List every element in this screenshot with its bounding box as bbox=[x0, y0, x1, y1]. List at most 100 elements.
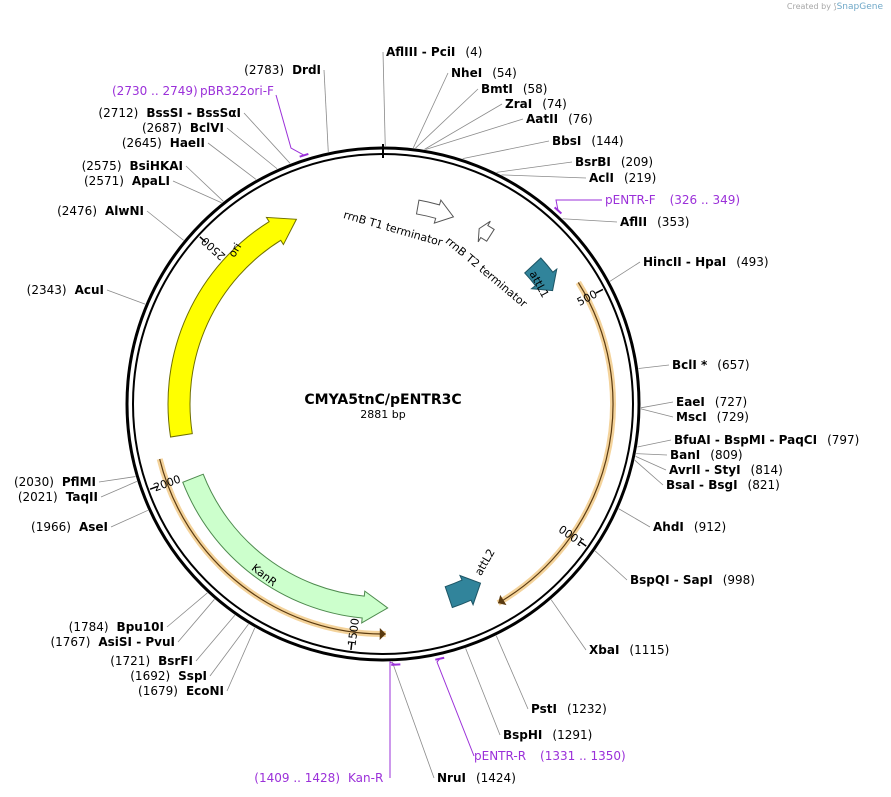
primer-pbr322ori-f[interactable]: (2730 .. 2749)pBR322ori-F bbox=[112, 84, 309, 158]
brand-name: SnapGene bbox=[836, 2, 883, 12]
site-nhei[interactable]: NheI(54) bbox=[451, 66, 517, 80]
primer-mark bbox=[435, 656, 445, 661]
orf2-arrowhead bbox=[379, 627, 386, 640]
leader-line bbox=[243, 112, 291, 164]
plasmid-name: CMYA5tnC/pENTR3C bbox=[304, 392, 461, 408]
site-position: (74) bbox=[542, 97, 567, 111]
site-pflmi[interactable]: PflMI(2030) bbox=[14, 475, 96, 489]
site-drdi[interactable]: DrdI(2783) bbox=[244, 63, 321, 77]
primer-pentr-f[interactable]: pENTR-F(326 .. 349) bbox=[553, 193, 740, 215]
orf1-arc bbox=[496, 280, 616, 606]
feature-ori[interactable] bbox=[167, 216, 298, 438]
site-taqii[interactable]: TaqII(2021) bbox=[18, 490, 98, 504]
site-econi[interactable]: EcoNI(1679) bbox=[138, 684, 224, 698]
site-name: AhdI bbox=[653, 520, 684, 534]
site-bsrfi[interactable]: BsrFI(1721) bbox=[110, 654, 193, 668]
site-bfuai---bspmi---paqci[interactable]: BfuAI - BspMI - PaqCI(797) bbox=[674, 433, 859, 447]
site-position: (1767) bbox=[50, 635, 90, 649]
site-name: AflIII - PciI bbox=[386, 45, 455, 59]
primer-range: (2730 .. 2749) bbox=[112, 84, 198, 98]
site-bcli[interactable]: BclI *(657) bbox=[672, 358, 750, 372]
feature-rrnb-t2-terminator[interactable] bbox=[477, 220, 495, 243]
leader-line bbox=[609, 261, 641, 282]
site-apali[interactable]: ApaLI (2571) bbox=[84, 174, 170, 188]
primer-kan-r[interactable]: (1409 .. 1428)Kan-R bbox=[254, 661, 401, 785]
site-bsrbi[interactable]: BsrBI(209) bbox=[575, 155, 653, 169]
primer-pentr-r[interactable]: pENTR-R(1331 .. 1350) bbox=[435, 656, 626, 763]
site-position: (4) bbox=[465, 45, 482, 59]
feature-attl2[interactable] bbox=[444, 574, 482, 609]
leader-line bbox=[100, 481, 138, 498]
feature-kanr[interactable] bbox=[182, 473, 389, 624]
site-bpu10i[interactable]: Bpu10I(1784) bbox=[69, 620, 164, 634]
site-position: (2030) bbox=[14, 475, 54, 489]
site-nrui[interactable]: NruI(1424) bbox=[437, 771, 516, 785]
site-acui[interactable]: AcuI(2343) bbox=[27, 283, 104, 297]
primer-name: pENTR-F bbox=[605, 193, 656, 207]
site-avrii---styi[interactable]: AvrII - StyI(814) bbox=[669, 463, 783, 477]
leader-line bbox=[465, 648, 501, 736]
site-hincii---hpai[interactable]: HincII - HpaI (493) bbox=[643, 255, 769, 269]
site-position: (54) bbox=[492, 66, 517, 80]
site-name: BclI * bbox=[672, 358, 708, 372]
site-aatii[interactable]: AatII(76) bbox=[526, 112, 593, 126]
site-position: (729) bbox=[717, 410, 749, 424]
site-name: ApaLI bbox=[132, 174, 170, 188]
site-labels[interactable]: AflIII - PciI (4) NheI(54) BmtI(58)ZraI(74)… bbox=[14, 45, 859, 785]
feature-attl1[interactable] bbox=[523, 257, 558, 292]
site-name: AatII bbox=[526, 112, 558, 126]
site-asei[interactable]: AseI(1966) bbox=[31, 520, 108, 534]
site-position: (1721) bbox=[110, 654, 150, 668]
primer-name: pBR322ori-F bbox=[200, 84, 274, 98]
leader-line bbox=[496, 161, 573, 173]
site-bbsi[interactable]: BbsI(144) bbox=[552, 134, 624, 148]
site-name: HincII - HpaI bbox=[643, 255, 726, 269]
site-position: (2343) bbox=[27, 283, 67, 297]
site-psti[interactable]: PstI(1232) bbox=[531, 702, 607, 716]
site-asisi---pvui[interactable]: AsiSI - PvuI(1767) bbox=[50, 635, 175, 649]
site-name: BbsI bbox=[552, 134, 581, 148]
site-bsssi---bsssαi[interactable]: BssSI - BssSαI(2712) bbox=[98, 106, 241, 120]
site-bsai---bsgi[interactable]: BsaI - BsgI(821) bbox=[666, 478, 780, 492]
site-name: XbaI bbox=[589, 643, 619, 657]
site-alwni[interactable]: AlwNI(2476) bbox=[57, 204, 144, 218]
site-ahdi[interactable]: AhdI (912) bbox=[653, 520, 726, 534]
site-position: (1784) bbox=[69, 620, 109, 634]
site-msci[interactable]: MscI(729) bbox=[676, 410, 749, 424]
tick-mark bbox=[579, 540, 587, 547]
site-acli[interactable]: AclI(219) bbox=[589, 171, 656, 185]
site-name: BsiHKAI bbox=[130, 159, 184, 173]
site-position: (2575) bbox=[82, 159, 122, 173]
site-eaei[interactable]: EaeI(727) bbox=[676, 395, 747, 409]
leader-line bbox=[634, 459, 664, 486]
leader-line bbox=[226, 627, 256, 692]
site-bsphi[interactable]: BspHI(1291) bbox=[503, 728, 592, 742]
orf1-line bbox=[497, 282, 614, 604]
site-position: (1291) bbox=[552, 728, 592, 742]
site-aflii[interactable]: AflII(353) bbox=[620, 215, 689, 229]
primer-leader bbox=[389, 661, 397, 778]
site-position: (2476) bbox=[57, 204, 97, 218]
site-name: EaeI bbox=[676, 395, 705, 409]
feature-label-rrnb-t2: rrnB T2 terminator bbox=[443, 234, 530, 310]
leader-line bbox=[323, 69, 329, 152]
site-bspqi---sapi[interactable]: BspQI - SapI(998) bbox=[630, 573, 755, 587]
site-xbai[interactable]: XbaI(1115) bbox=[589, 643, 669, 657]
site-name: NruI bbox=[437, 771, 466, 785]
site-position: (209) bbox=[621, 155, 653, 169]
site-position: (912) bbox=[694, 520, 726, 534]
site-bclvi[interactable]: BclVI(2687) bbox=[142, 121, 224, 135]
site-bani[interactable]: BanI(809) bbox=[670, 448, 743, 462]
site-bmti[interactable]: BmtI(58) bbox=[481, 82, 548, 96]
site-afliii---pcii[interactable]: AflIII - PciI (4) bbox=[386, 45, 482, 59]
feature-rrnb-t1-terminator[interactable] bbox=[415, 198, 455, 224]
site-haeii[interactable]: HaeII(2645) bbox=[122, 136, 205, 150]
tick-mark bbox=[199, 236, 207, 243]
leader-line bbox=[462, 140, 550, 160]
site-name: BssSI - BssSαI bbox=[146, 106, 241, 120]
site-sspi[interactable]: SspI(1692) bbox=[130, 669, 207, 683]
site-position: (2571) bbox=[84, 174, 124, 188]
site-zrai[interactable]: ZraI(74) bbox=[505, 97, 567, 111]
site-bsihkai[interactable]: BsiHKAI (2575) bbox=[82, 159, 183, 173]
site-position: (493) bbox=[736, 255, 768, 269]
